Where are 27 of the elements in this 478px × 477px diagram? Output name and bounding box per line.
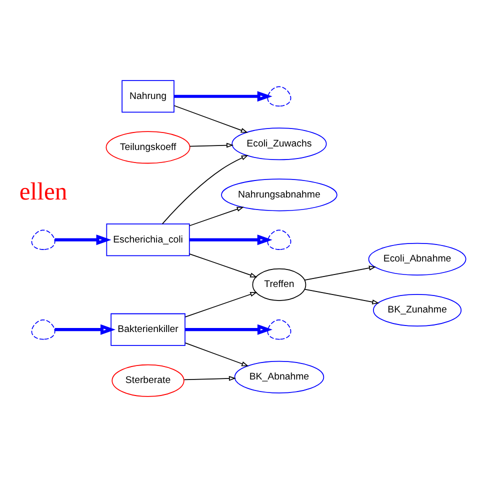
arrow (189, 206, 244, 226)
arrow (184, 376, 236, 381)
arrow (189, 142, 234, 148)
arrow (54, 234, 112, 246)
arrow (185, 324, 272, 335)
arrow (189, 253, 258, 278)
arrow (54, 324, 116, 335)
node-cloud (31, 230, 56, 250)
node-box: Escherichia_coli (106, 224, 190, 256)
node-box: Nahrung (122, 80, 174, 113)
arrow (304, 266, 376, 281)
node-cloud (267, 319, 292, 340)
arrow (174, 105, 248, 133)
node-ellipse: Sterberate (112, 364, 184, 397)
arrow (174, 91, 272, 102)
arrow (190, 234, 272, 246)
arrow (304, 288, 380, 304)
node-cloud (267, 230, 292, 250)
arrow (162, 154, 248, 224)
node-ellipse: Teilungskoeff (106, 131, 190, 164)
node-ellipse: Treffen (252, 268, 306, 301)
node-cloud (31, 319, 56, 340)
node-cloud (267, 86, 292, 106)
label: ellen (19, 178, 68, 206)
arrow (184, 342, 249, 366)
arrow (184, 292, 258, 318)
node-box: Bakterienkiller (110, 313, 186, 346)
